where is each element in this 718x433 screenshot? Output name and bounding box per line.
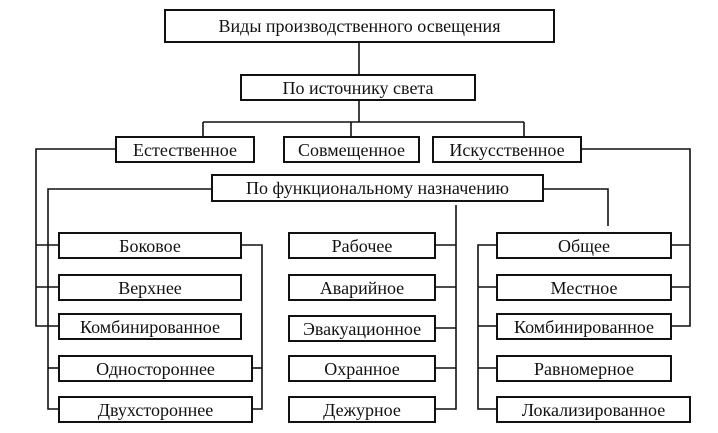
- middle-item-working: Рабочее: [288, 232, 436, 259]
- left-item-top: Верхнее: [58, 274, 242, 301]
- left-item-side: Боковое: [58, 232, 242, 259]
- middle-item-evacuation: Эвакуационное: [288, 315, 436, 342]
- right-item-general: Общее: [496, 232, 672, 259]
- middle-item-security: Охранное: [288, 355, 436, 382]
- title-box: Виды производственного освещения: [164, 9, 555, 43]
- right-item-local: Местное: [496, 274, 672, 301]
- middle-item-duty: Дежурное: [288, 396, 436, 423]
- left-item-combined: Комбинированное: [58, 313, 242, 340]
- right-item-uniform: Равномерное: [496, 355, 672, 382]
- left-item-two-sided: Двухстороннее: [58, 396, 253, 423]
- right-item-combined: Комбинированное: [496, 313, 672, 340]
- source-artificial-box: Искусственное: [432, 136, 582, 163]
- left-item-one-sided: Одностороннее: [58, 355, 253, 382]
- source-combined-box: Совмещенное: [283, 136, 420, 163]
- by-function-box: По функциональному назначению: [211, 174, 544, 202]
- source-natural-box: Естественное: [115, 136, 255, 163]
- right-item-localized: Локализированное: [496, 396, 691, 423]
- middle-item-emergency: Аварийное: [288, 274, 436, 301]
- by-source-box: По источнику света: [240, 74, 476, 101]
